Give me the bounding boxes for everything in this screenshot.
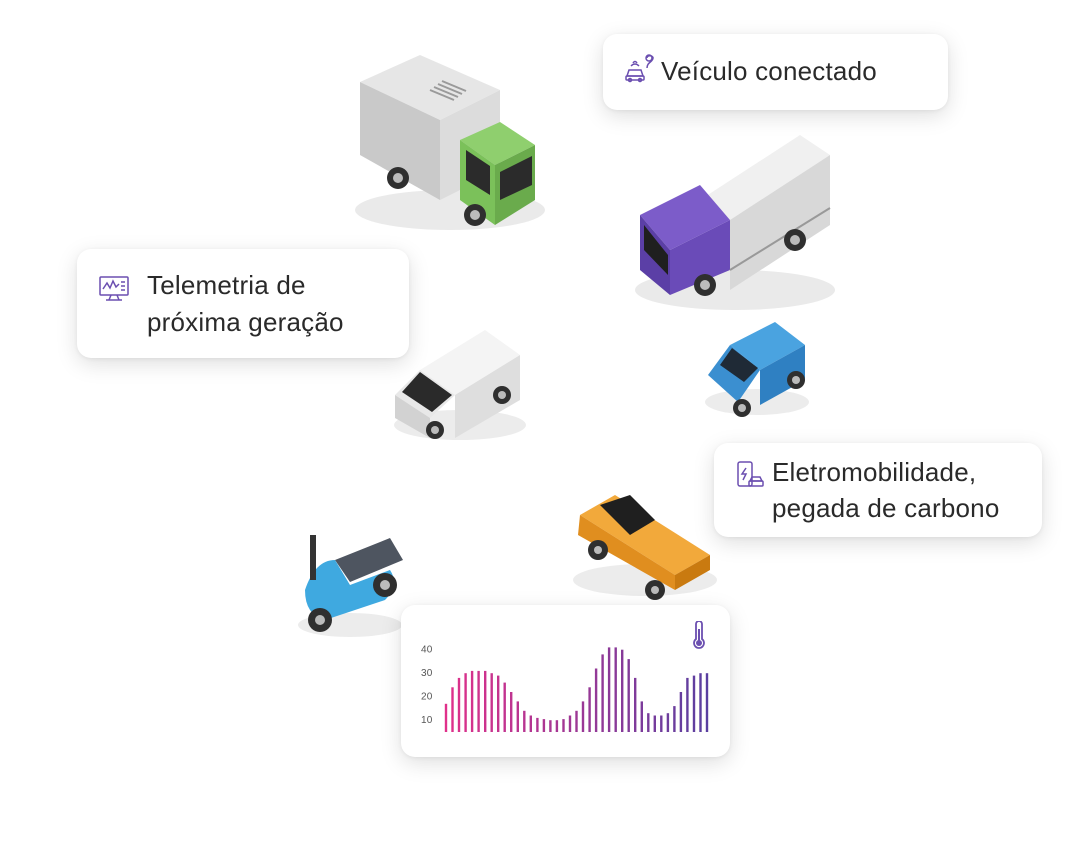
chart-bar xyxy=(614,647,617,732)
chart-bar xyxy=(581,701,585,732)
chart-bar xyxy=(457,677,461,732)
chart-bar xyxy=(542,719,546,732)
chart-bar xyxy=(692,675,696,732)
emobility-label-line2: pegada de carbono xyxy=(772,493,1000,523)
chart-bar xyxy=(640,701,643,732)
chart-bar xyxy=(549,720,552,732)
chart-bar xyxy=(490,673,493,732)
white-van-illustration xyxy=(394,330,526,440)
chart-bar xyxy=(575,710,578,732)
y-tick-label: 40 xyxy=(421,645,433,656)
chart-bar xyxy=(470,670,474,732)
chart-bar xyxy=(529,715,532,732)
chart-bar xyxy=(510,692,513,732)
ev-charging-phone-icon xyxy=(737,461,764,487)
chart-bar xyxy=(660,715,663,732)
chart-bar xyxy=(679,692,683,732)
chart-bar xyxy=(621,649,624,732)
y-tick-label: 20 xyxy=(421,692,433,703)
y-tick-label: 10 xyxy=(421,715,433,726)
purple-delivery-truck-illustration xyxy=(635,135,835,310)
chart-bar xyxy=(444,703,448,732)
telemetry-card: Telemetria de próxima geração xyxy=(77,249,409,358)
chart-bar xyxy=(588,687,591,732)
temperature-chart-card: 10 20 30 40 xyxy=(401,605,730,757)
chart-bar xyxy=(516,701,519,732)
refrigerated-truck-illustration xyxy=(355,55,545,230)
connected-vehicle-card: Veículo conectado xyxy=(603,34,948,110)
emobility-card: Eletromobilidade, pegada de carbono xyxy=(714,443,1042,537)
monitor-chart-icon xyxy=(99,276,129,301)
connected-vehicle-label: Veículo conectado xyxy=(661,56,877,86)
chart-bar xyxy=(594,668,598,732)
emobility-label-line1: Eletromobilidade, xyxy=(772,457,977,487)
blue-scooter-illustration xyxy=(298,535,403,637)
chart-bar xyxy=(523,710,526,732)
chart-bar xyxy=(634,677,637,732)
chart-bar xyxy=(601,654,604,732)
y-tick-label: 30 xyxy=(421,668,433,679)
chart-bar xyxy=(699,673,702,732)
chart-bar xyxy=(503,682,506,732)
chart-bar xyxy=(653,715,656,732)
chart-bar xyxy=(666,713,670,732)
connected-car-icon xyxy=(625,54,654,83)
blue-city-car-illustration xyxy=(705,322,809,417)
chart-bar xyxy=(555,720,559,732)
chart-bar xyxy=(673,706,676,732)
chart-bar xyxy=(562,719,565,732)
chart-bar xyxy=(451,687,454,732)
chart-bar xyxy=(497,675,500,732)
chart-bar xyxy=(464,673,467,732)
orange-electric-pickup-illustration xyxy=(573,495,717,600)
thermometer-icon xyxy=(693,621,705,649)
chart-bar xyxy=(568,715,572,732)
chart-bar xyxy=(477,670,480,732)
chart-bar xyxy=(607,647,611,732)
chart-bar xyxy=(686,677,689,732)
temperature-bar-chart: 10 20 30 40 xyxy=(421,645,709,732)
chart-bar xyxy=(705,673,709,732)
chart-bar xyxy=(647,713,650,732)
chart-bar xyxy=(484,670,487,732)
chart-bar xyxy=(536,717,539,732)
telemetry-label-line2: próxima geração xyxy=(147,307,344,337)
chart-bar xyxy=(627,659,630,732)
telemetry-label-line1: Telemetria de xyxy=(147,270,306,300)
